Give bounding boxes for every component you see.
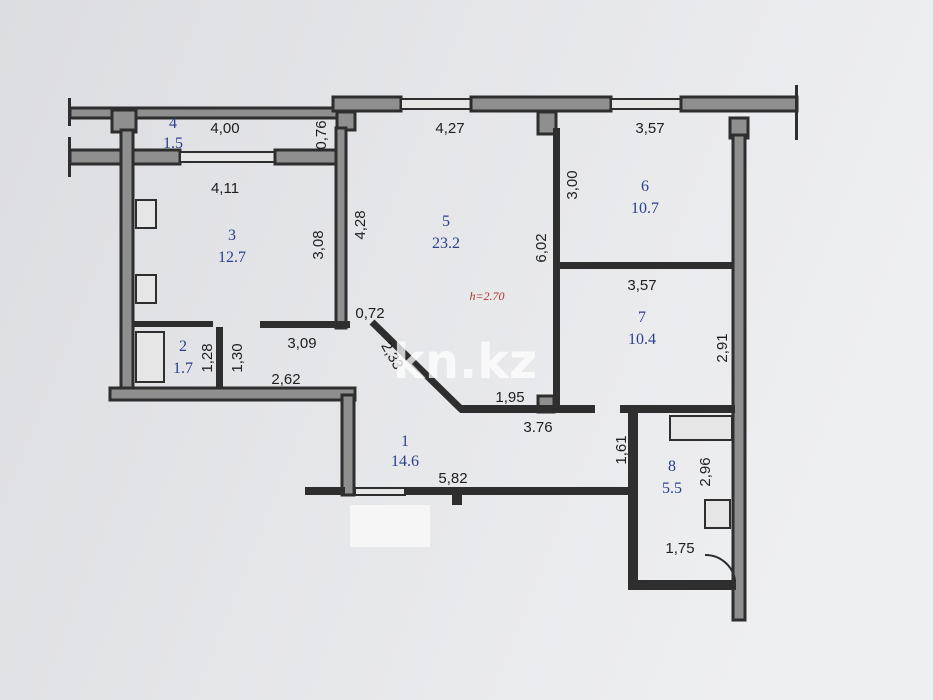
sink-icon — [135, 274, 157, 304]
room-2-number: 2 — [179, 338, 187, 355]
ceiling-height-label: h=2.70 — [469, 289, 504, 303]
dim-label: 3.76 — [523, 419, 552, 436]
dim-label: 1,61 — [613, 435, 630, 464]
room-8-number: 8 — [668, 458, 676, 475]
room-7-area: 10.4 — [628, 331, 656, 348]
room-5-area: 23.2 — [432, 235, 460, 252]
walls — [68, 85, 799, 622]
room-7-number: 7 — [638, 309, 646, 326]
room-6-number: 6 — [641, 178, 649, 195]
dimension-labels: 4,00 0,76 4,11 3,08 4,28 4,27 3,57 3,00 … — [199, 120, 731, 557]
dim-label: 6,02 — [533, 233, 550, 262]
room-1-area: 14.6 — [391, 453, 419, 470]
dim-label: 3,57 — [627, 277, 656, 294]
dim-label: 1,75 — [665, 540, 694, 557]
dim-label: 2,96 — [697, 457, 714, 486]
dim-label: 3,57 — [635, 120, 664, 137]
shower-icon — [704, 553, 736, 581]
dim-label: 1,28 — [199, 343, 216, 372]
dim-label: 2,62 — [271, 371, 300, 388]
stove-icon — [135, 199, 157, 229]
room-8-area: 5.5 — [662, 480, 682, 497]
room-4-area: 1.5 — [163, 135, 183, 152]
dim-label: 4,28 — [352, 210, 369, 239]
room-labels: 1 14.6 2 1.7 3 12.7 4 1.5 5 23.2 6 10.7 … — [163, 115, 682, 497]
toilet-icon — [704, 499, 731, 529]
paper-sticker — [350, 505, 430, 547]
room-5-number: 5 — [442, 213, 450, 230]
room-6-area: 10.7 — [631, 200, 659, 217]
room-1-number: 1 — [401, 433, 409, 450]
bath-tile-icon — [135, 331, 165, 383]
dim-label: 5,82 — [438, 470, 467, 487]
room-3-number: 3 — [228, 227, 236, 244]
dim-label: 4,11 — [211, 180, 239, 197]
dim-label: 0,72 — [355, 305, 384, 322]
room-4-number: 4 — [169, 115, 177, 132]
dim-label: 4,27 — [435, 120, 464, 137]
dim-label: 4,00 — [210, 120, 239, 137]
watermark: kn.kz — [393, 334, 537, 390]
dim-label: 0,76 — [313, 120, 330, 149]
dim-label: 1,95 — [495, 389, 524, 406]
dim-label: 3,09 — [287, 335, 316, 352]
dim-label: 3,08 — [310, 230, 327, 259]
dim-label: 1,30 — [229, 343, 246, 372]
room-2-area: 1.7 — [173, 360, 193, 377]
dim-label: 3,00 — [564, 170, 581, 199]
dim-label: 2,91 — [714, 333, 731, 362]
room-3-area: 12.7 — [218, 249, 246, 266]
tile-grid — [669, 415, 733, 441]
